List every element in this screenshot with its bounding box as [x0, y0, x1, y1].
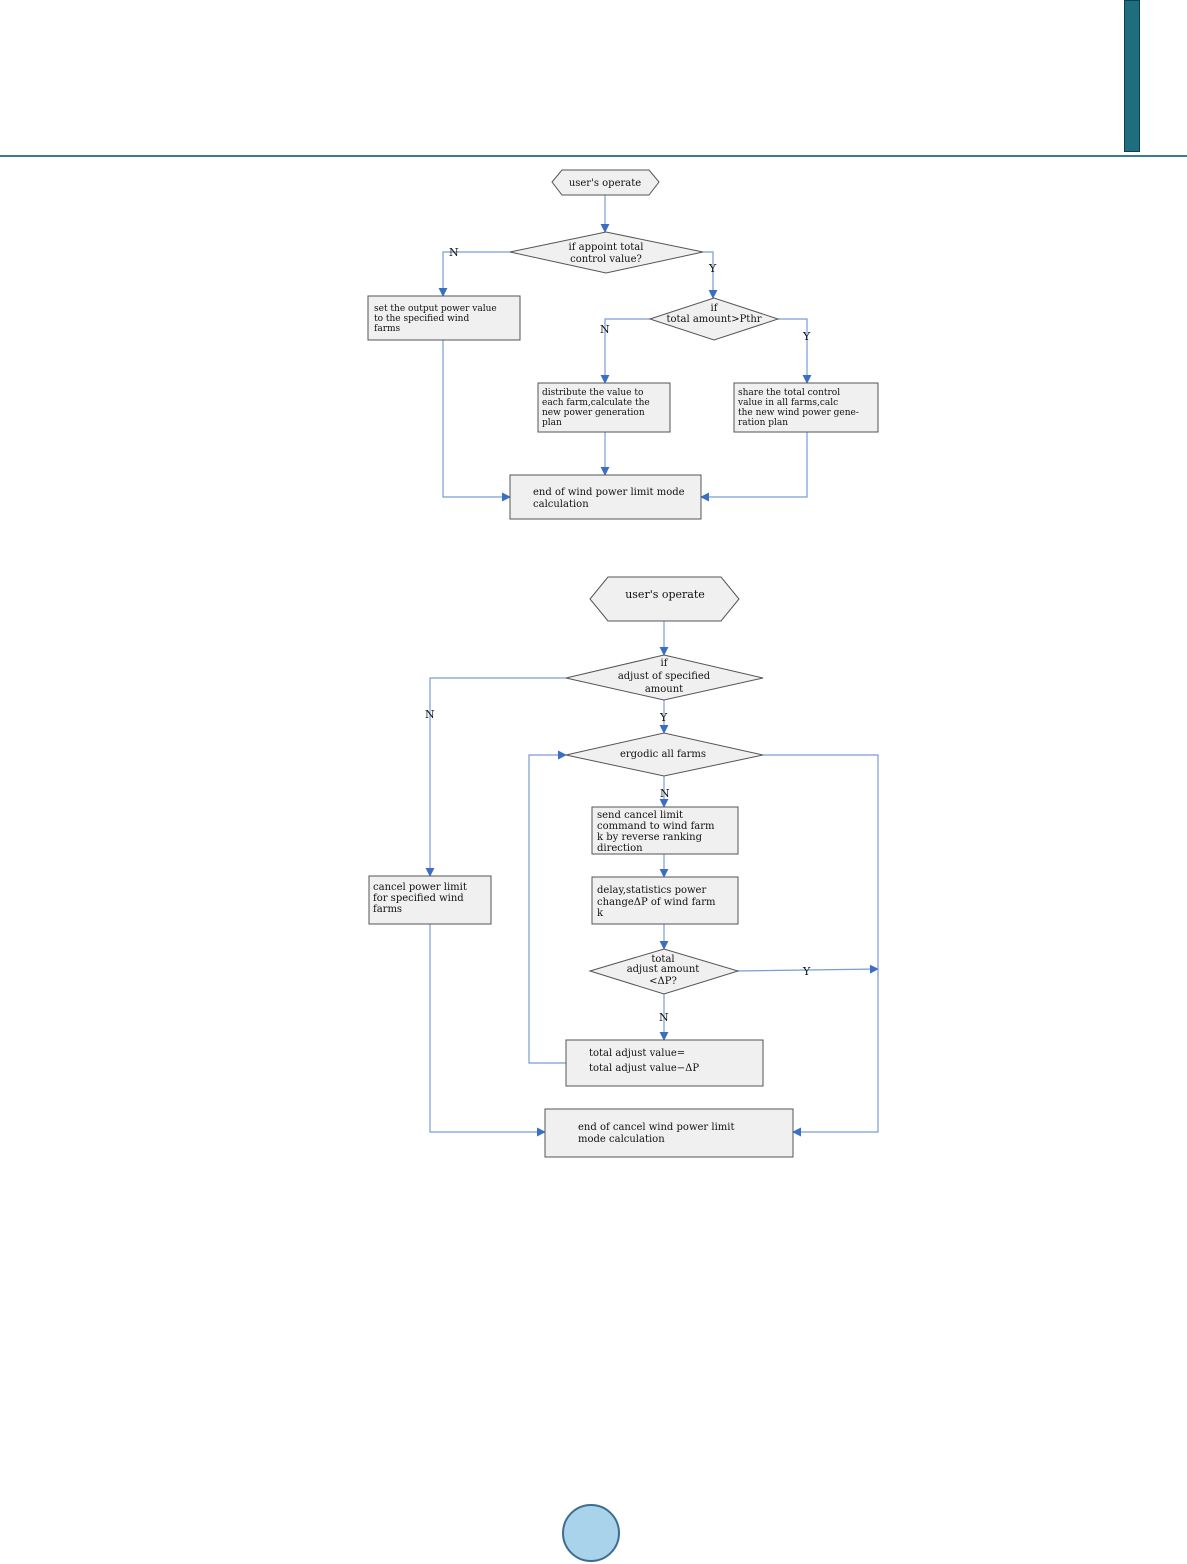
f1-mid-box-line2: each farm,calculate the: [542, 398, 650, 408]
f1-decision1-line2: control value?: [570, 254, 642, 265]
f2-send-cancel-box: [591, 806, 739, 855]
f1-decision1-no-label: N: [449, 246, 459, 259]
f2-total-adjust-box: [565, 1039, 764, 1087]
f1-start-terminal: [551, 169, 660, 196]
f2-send-line2: command to wind farm: [597, 821, 715, 832]
f2-send-line1: send cancel limit: [597, 810, 683, 821]
f2-delay-line3: k: [597, 908, 604, 919]
f2-decision3-yes-label: Y: [802, 965, 811, 978]
f1-start-label: user's operate: [569, 178, 641, 189]
f2-left-box-line3: farms: [373, 904, 402, 915]
f1-right-box-line3: the new wind power gene-: [738, 408, 859, 418]
f1-right-box-line4: ration plan: [738, 418, 788, 428]
f1-distribute-box: [537, 382, 671, 433]
f2-decision-total-adjust: [588, 948, 740, 995]
f2-decision2-no-label: N: [660, 787, 670, 800]
f1-decision2-yes-label: Y: [802, 330, 811, 343]
f1-right-box-line1: share the total control: [738, 388, 840, 398]
f1-mid-box-line3: new power generation: [542, 408, 645, 418]
f1-mid-box-line4: plan: [542, 418, 562, 428]
f1-decision2-no-label: N: [600, 323, 610, 336]
f2-decision1-yes-label: Y: [659, 711, 668, 724]
f2-left-box-line2: for specified wind: [373, 893, 464, 904]
f2-cancel-specified-box: [368, 875, 492, 925]
f2-total-line1: total adjust value=: [589, 1048, 685, 1059]
f2-start-label: user's operate: [625, 588, 705, 601]
f2-decision3-no-label: N: [659, 1011, 669, 1024]
header-color-tab: [1124, 0, 1140, 152]
f1-mid-box-line1: distribute the value to: [542, 388, 643, 398]
flowchart-1: user's operate if appoint total control …: [367, 169, 879, 520]
f2-delay-line2: changeΔP of wind farm: [597, 897, 716, 908]
f1-left-box-line1: set the output power value: [374, 304, 497, 314]
header-rule: [0, 155, 1187, 157]
f2-decision-adjust-specified: [565, 654, 764, 701]
f2-decision3-line2: adjust amount: [627, 964, 700, 975]
f1-end-line2: calculation: [533, 499, 589, 510]
f1-decision2-line2: total amount>Pthr: [666, 314, 761, 325]
f2-send-line3: k by reverse ranking: [597, 832, 703, 843]
f2-decision1-no-label: N: [425, 708, 435, 721]
f1-end-box: [509, 474, 702, 520]
f2-total-line2: total adjust value−ΔP: [589, 1063, 699, 1074]
f1-end-line1: end of wind power limit mode: [533, 487, 685, 498]
f1-set-output-box: [367, 295, 521, 341]
f2-send-line4: direction: [597, 843, 643, 854]
f2-decision3-line1: total: [651, 954, 674, 965]
f2-delay-statistics-box: [591, 876, 739, 925]
f2-decision2-label: ergodic all farms: [620, 749, 706, 760]
f1-decision-total-amount: [648, 297, 780, 341]
f1-left-box-line2: to the specified wind: [374, 314, 469, 324]
flowchart-2: user's operate if adjust of specified am…: [368, 576, 879, 1158]
f1-right-box-line2: value in all farms,calc: [737, 398, 838, 408]
f1-share-box: [733, 382, 879, 433]
f2-decision1-line3: amount: [645, 684, 683, 695]
f1-decision2-line1: if: [711, 303, 719, 314]
f1-left-box-line3: farms: [374, 324, 401, 334]
f2-left-box-line1: cancel power limit: [373, 882, 467, 893]
page-number-badge: [562, 1504, 620, 1562]
f1-decision-appoint-total: [509, 231, 704, 274]
f1-decision1-yes-label: Y: [708, 262, 717, 275]
f2-delay-line1: delay,statistics power: [597, 885, 706, 896]
f2-start-terminal: [589, 576, 740, 622]
f2-decision1-line2: adjust of specified: [618, 671, 711, 682]
f1-decision1-line1: if appoint total: [569, 242, 644, 253]
f2-end-line1: end of cancel wind power limit: [578, 1122, 734, 1133]
f2-decision1-line1: if: [661, 658, 669, 669]
f2-end-line2: mode calculation: [578, 1134, 665, 1145]
f2-end-box: [544, 1108, 794, 1158]
f2-decision-ergodic-farms: [565, 732, 764, 777]
f2-decision3-line3: <ΔP?: [649, 976, 677, 987]
